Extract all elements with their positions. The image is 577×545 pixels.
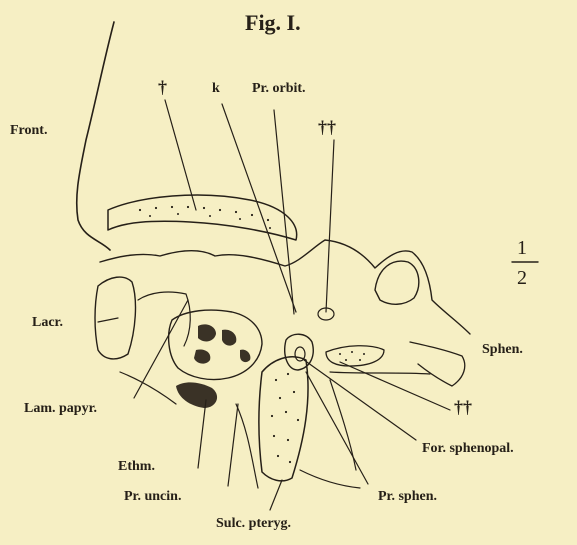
sphenopalatine-foramen — [295, 347, 305, 361]
pterygoid-canal — [326, 346, 384, 366]
label-sphen: Sphen. — [482, 343, 523, 357]
orbital-plate-texture — [139, 206, 271, 229]
leader-sulc-pteryg — [270, 480, 282, 510]
leader-double-dagger-top — [326, 140, 334, 312]
label-ethm: Ethm. — [118, 460, 155, 474]
leader-pr-uncin — [228, 404, 238, 486]
leader-lam-papyr — [134, 300, 188, 398]
leader-lines — [98, 100, 450, 510]
label-double-dagger-top: †† — [318, 118, 336, 136]
palatine-plate — [259, 357, 308, 481]
palatine-plate-texture — [271, 373, 299, 463]
label-front: Front. — [10, 124, 47, 138]
pterygoid-canal-texture — [339, 351, 365, 361]
leader-for-sphenopal — [304, 360, 416, 440]
ethmoid-labyrinth — [169, 310, 262, 379]
leader-double-dagger-right — [340, 362, 450, 410]
label-k: k — [212, 82, 220, 96]
label-pr-uncin: Pr. uncin. — [124, 490, 181, 504]
label-pr-sphen: Pr. sphen. — [378, 490, 437, 504]
scale-denominator: 2 — [517, 268, 527, 288]
label-sulc-pteryg: Sulc. pteryg. — [216, 517, 291, 531]
scale-numerator: 1 — [517, 238, 527, 258]
leader-lacr — [98, 318, 118, 322]
pterygoid-line — [330, 372, 430, 374]
label-dagger: † — [158, 78, 167, 96]
label-pr-orbit: Pr. orbit. — [252, 82, 306, 96]
label-lam-papyr: Lam. papyr. — [24, 402, 97, 416]
leader-ethm — [198, 400, 206, 468]
sphenoidal-process — [285, 334, 313, 370]
lower-contour — [120, 372, 360, 488]
leader-dagger — [165, 100, 196, 210]
sphenoid-crest — [375, 261, 419, 304]
figure-title: Fig. I. — [245, 12, 301, 34]
lamina-papyracea — [138, 292, 190, 346]
label-double-dagger-right: †† — [454, 398, 472, 416]
leader-k — [222, 104, 296, 312]
label-for-sphenopal: For. sphenopal. — [422, 442, 514, 456]
label-lacr: Lacr. — [32, 316, 63, 330]
sphenoid-body — [410, 342, 465, 386]
cranial-base-contour — [100, 240, 470, 334]
leader-pr-orbit — [274, 110, 294, 314]
leader-pr-sphen — [306, 372, 368, 484]
